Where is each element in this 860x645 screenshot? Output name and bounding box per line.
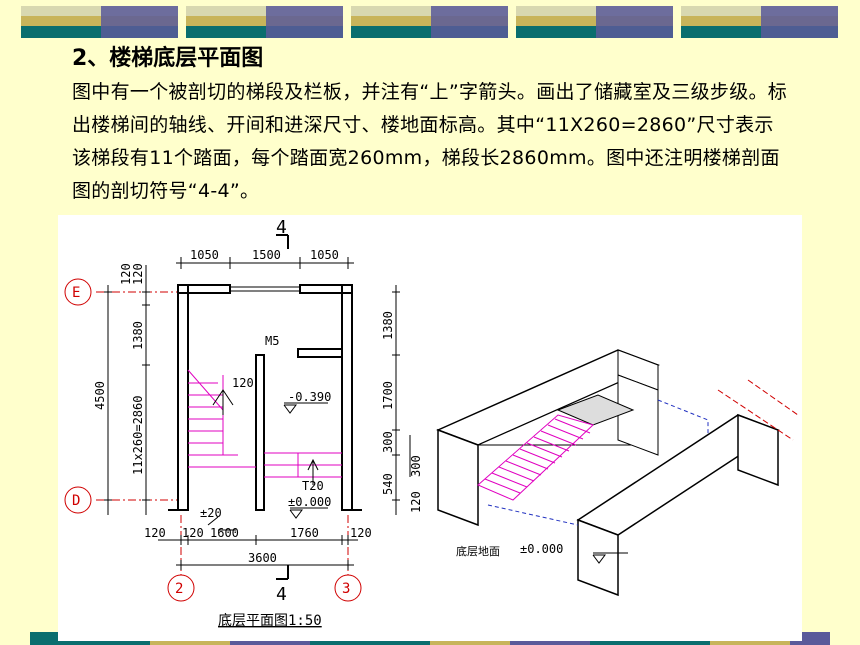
right-dim-1700: 1700	[381, 381, 395, 410]
top-dim-2: 1500	[252, 248, 281, 262]
right-dim-1380: 1380	[381, 311, 395, 340]
section-mark-bottom: 4	[276, 584, 287, 605]
axis-bubble-e	[64, 278, 92, 306]
plan-labels: 4 4 1050 1500 1050 120 120 1380 11x260=2…	[72, 217, 423, 629]
bottom-dim-2: 120	[182, 526, 204, 540]
header-tile	[681, 6, 838, 38]
header-tile	[351, 6, 508, 38]
left-dim-top2: 120	[131, 263, 145, 285]
bottom-dim-total: 3600	[248, 551, 277, 565]
left-dim-top1: 120	[119, 263, 133, 285]
slide-paragraph: 图中有一个被剖切的梯段及栏板，并注有“上”字箭头。画出了储藏室及三级步级。标出楼…	[72, 81, 788, 202]
left-dim-1380: 1380	[131, 321, 145, 350]
right-dim-small2: 120	[409, 491, 423, 513]
left-dim-total: 4500	[93, 381, 107, 410]
level-zero: ±0.000	[288, 495, 331, 509]
slide-title: 2、楼梯底层平面图	[72, 46, 264, 71]
right-dim-small: 300	[409, 455, 423, 477]
inner-dim-120: 120	[232, 376, 254, 390]
bottom-dim-3: 1600	[210, 526, 239, 540]
iso-labels: 底层地面 ±0.000	[456, 542, 563, 558]
isometric-view	[436, 349, 799, 597]
axis-label-3: 3	[342, 581, 350, 597]
floor-plan	[64, 234, 411, 602]
top-dim-3: 1050	[310, 248, 339, 262]
left-dim-flight: 11x260=2860	[131, 396, 145, 475]
top-dim-1: 1050	[190, 248, 219, 262]
landing-slab	[556, 394, 635, 426]
iso-stairs	[477, 414, 594, 501]
stair-drawing-svg: 4 4 1050 1500 1050 120 120 1380 11x260=2…	[64, 217, 799, 629]
door-label: M5	[265, 334, 279, 348]
header-tile	[186, 6, 343, 38]
plan-caption: 底层平面图1:50	[218, 613, 322, 629]
axis-bubble-3	[334, 574, 362, 602]
iso-level: ±0.000	[520, 542, 563, 556]
axis-label-2: 2	[175, 581, 183, 597]
header-tile	[21, 6, 178, 38]
bottom-dim-1: 120	[144, 526, 166, 540]
axis-bubble-d	[64, 486, 92, 514]
stair-drawing-figure: 4 4 1050 1500 1050 120 120 1380 11x260=2…	[58, 215, 802, 641]
right-dim-300: 300	[381, 431, 395, 453]
header-band	[0, 6, 860, 38]
axis-label-d: D	[72, 493, 80, 509]
header-tile	[516, 6, 673, 38]
iso-caption: 底层地面	[456, 544, 500, 558]
section-mark-top: 4	[276, 217, 287, 238]
axis-bubble-2	[167, 574, 195, 602]
level-minus: -0.390	[288, 390, 331, 404]
bottom-dim-4: 1760	[290, 526, 319, 540]
right-dim-540: 540	[381, 473, 395, 495]
bottom-dim-5: 120	[350, 526, 372, 540]
axis-label-e: E	[72, 285, 80, 301]
level-20: ±20	[200, 506, 222, 520]
up-label: T20	[302, 479, 324, 493]
